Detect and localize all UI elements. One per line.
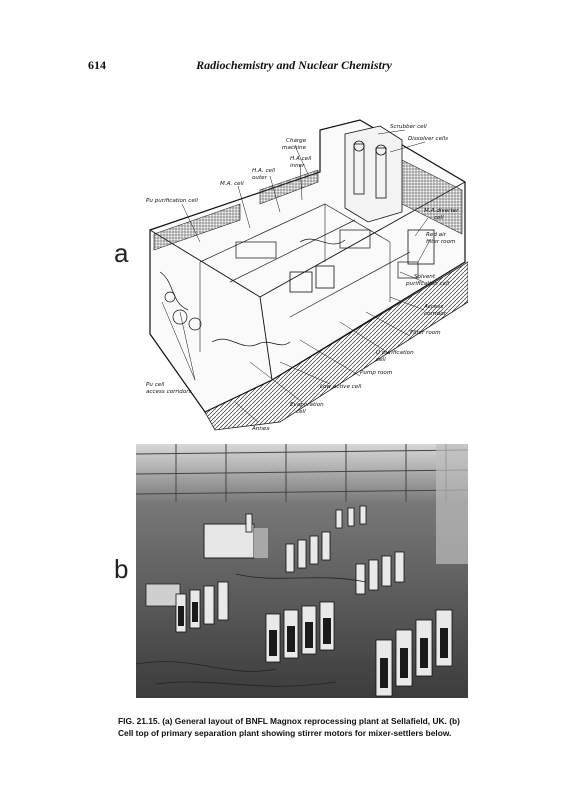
label-ha-cell-inner-2: inner	[290, 163, 305, 169]
label-evaporation-1: Evaporation	[290, 402, 324, 408]
label-solvent-2: purification cell	[405, 281, 450, 287]
label-ha-cell-inner-1: H.A.cell	[290, 156, 312, 162]
label-dissolver-cells: Dissolver cells	[408, 136, 448, 142]
label-ha-cell-outer-1: H.A. cell	[252, 168, 276, 174]
label-solvent-1: Solvent	[414, 274, 436, 280]
label-pump-room: Pump room	[360, 370, 393, 376]
label-filter-room: Filter room	[410, 330, 441, 336]
label-ma-cell: M.A. cell	[220, 181, 244, 187]
page-header: 614 Radiochemistry and Nuclear Chemistry	[0, 58, 588, 74]
page-number: 614	[88, 58, 106, 72]
panel-letter-a: a	[114, 238, 129, 268]
label-scrubber-cell: Scrubber cell	[390, 124, 427, 130]
label-pu-purification-cell: Pu purification cell	[146, 198, 198, 204]
label-ha-cell-outer-2: outer	[252, 175, 268, 181]
running-title: Radiochemistry and Nuclear Chemistry	[196, 58, 392, 72]
panel-letter-b: b	[114, 554, 129, 584]
label-u-purification-1: U purification	[376, 350, 414, 356]
plant-layout-drawing: Scrubber cell Dissolver cells Charge mac…	[146, 119, 468, 432]
cell-top-photograph	[136, 444, 468, 698]
figure-caption: FIG. 21.15. (a) General layout of BNFL M…	[118, 716, 460, 738]
label-charge-machine-2: machine	[282, 145, 307, 151]
label-ma-diverter-2: cell	[434, 215, 444, 221]
label-red-air-1: Red air	[426, 232, 447, 238]
label-pu-cell-access-1: Pu cell	[146, 382, 165, 388]
label-evaporation-2: cell	[296, 409, 306, 415]
label-ma-diverter-1: M.A.diverter	[424, 208, 459, 214]
label-u-purification-2: cell	[376, 357, 386, 363]
label-low-active-cell: Low active cell	[320, 384, 362, 390]
label-charge-machine-1: Charge	[286, 138, 307, 144]
label-red-air-2: filter room	[426, 239, 456, 245]
label-access-corridor-1: Access	[423, 304, 443, 310]
label-annex: Annex	[251, 426, 270, 432]
label-access-corridor-2: corridor	[424, 311, 447, 317]
label-pu-cell-access-2: access corridors	[146, 389, 192, 395]
